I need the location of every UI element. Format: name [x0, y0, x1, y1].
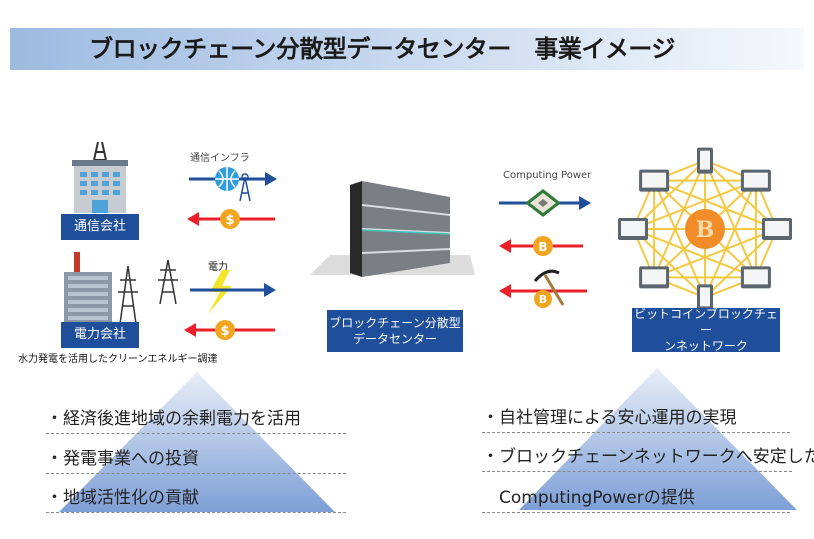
right-pyramid — [519, 368, 797, 510]
left-bullet: ・経済後進地域の余剰電力を活用 — [46, 404, 346, 434]
computing-flow: B B — [499, 189, 591, 308]
network-label: ビットコインブロックチェーンネットワーク — [632, 306, 780, 354]
network-link — [653, 179, 778, 230]
right-bullet: ・自社管理による安心運用の実現 — [482, 403, 790, 433]
telecom-building-icon — [72, 141, 128, 213]
network-label-line2: ンネットワーク — [664, 339, 748, 354]
arrow-left-icon — [184, 323, 196, 337]
datacenter-label: ブロックチェーン分散型データセンター — [327, 310, 463, 352]
clean-energy-caption: 水力発電を活用したクリーンエネルギー調達 — [18, 354, 218, 365]
smartphone-icon — [697, 284, 713, 310]
bitcoin-coin-icon: B — [533, 236, 553, 256]
datacenter-label-line1: ブロックチェーン分散型 — [329, 315, 461, 330]
desktop-monitor-icon — [618, 218, 648, 240]
svg-text:B: B — [538, 240, 547, 254]
arrow-right-icon — [264, 283, 276, 297]
arrow-right-icon — [265, 172, 277, 186]
antenna-tower-icon — [239, 173, 251, 202]
network-link — [653, 180, 706, 298]
telecom-infra-label: 通信インフラ — [190, 153, 250, 164]
lightning-icon — [208, 270, 232, 314]
network-link — [632, 228, 706, 299]
laptop-icon — [639, 169, 670, 192]
dollar-coin-icon: $ — [215, 320, 235, 340]
pickaxe-icon — [533, 269, 565, 306]
server-rack-icon — [310, 181, 475, 277]
svg-text:$: $ — [225, 213, 234, 228]
arrow-right-icon — [579, 196, 591, 210]
globe-icon — [215, 167, 239, 191]
svg-text:$: $ — [220, 324, 229, 339]
page-title: ブロックチェーン分散型データセンター 事業イメージ — [89, 35, 675, 63]
svg-text:B: B — [539, 293, 547, 306]
bitcoin-coin-icon: B — [534, 290, 552, 308]
arrow-left-icon — [499, 239, 511, 253]
power-company-label: 電力会社 — [61, 322, 139, 348]
laptop-icon — [740, 169, 771, 192]
left-bullet: ・発電事業への投資 — [46, 444, 346, 474]
power-flow: $ — [184, 270, 276, 340]
dollar-coin-icon: $ — [220, 209, 240, 229]
arrow-left-icon — [187, 212, 199, 226]
right-bullet: ComputingPowerの提供 — [482, 483, 790, 513]
bitcoin-network-icon: B — [618, 147, 792, 310]
svg-text:B: B — [696, 217, 715, 243]
pylon-icon — [118, 265, 138, 325]
left-pyramid — [59, 372, 335, 512]
telecom-company-label: 通信会社 — [61, 214, 139, 240]
power-plant-icon — [64, 252, 138, 325]
power-flow-label: 電力 — [208, 262, 228, 273]
pylon-icon — [158, 259, 178, 305]
right-bullet: ・ブロックチェーンネットワークへ安定した — [482, 442, 814, 472]
laptop-icon — [639, 266, 670, 289]
left-bullet: ・地域活性化の貢献 — [46, 483, 346, 513]
bitcoin-center-icon: B — [685, 209, 725, 249]
cpu-chip-icon — [525, 189, 561, 217]
arrow-left-icon — [499, 284, 511, 298]
title-band — [10, 28, 804, 70]
telecom-flow: $ — [187, 167, 277, 229]
network-label-line1: ビットコインブロックチェー — [634, 306, 778, 337]
computing-power-label: Computing Power — [503, 170, 592, 181]
datacenter-label-line2: データセンター — [352, 332, 437, 346]
desktop-monitor-icon — [762, 218, 792, 240]
smartphone-icon — [697, 147, 713, 174]
laptop-icon — [740, 266, 771, 289]
